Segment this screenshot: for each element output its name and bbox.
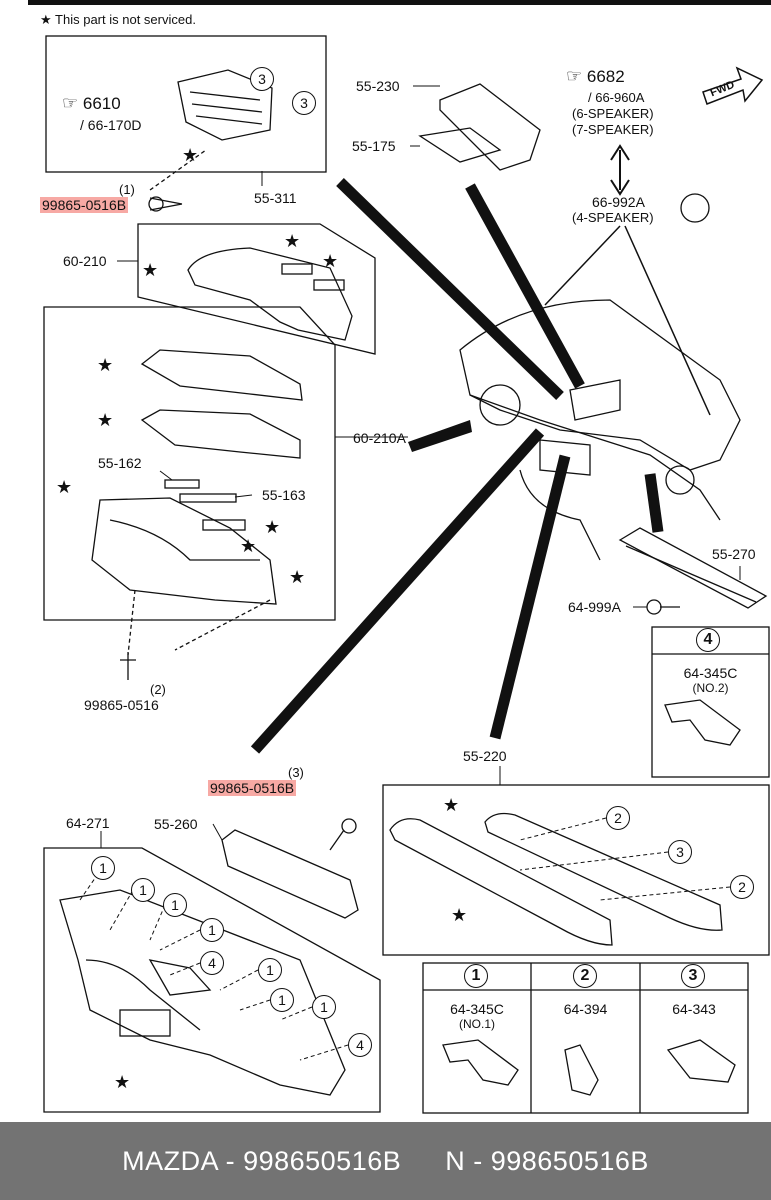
line-art — [43, 35, 770, 1114]
part-label-60-210: 60-210 — [63, 253, 107, 269]
bolt1-part-number: 99865-0516B — [40, 197, 129, 213]
star-icon: ★ — [264, 517, 281, 537]
star-icon: ★ — [56, 477, 73, 497]
reference-6682-sub1: / 66-960A — [588, 90, 645, 105]
footer-right-text: N - 998650516B — [445, 1145, 649, 1176]
footer-left-text: MAZDA - 998650516B — [122, 1145, 402, 1176]
legend-part-number: 64-394 — [563, 1001, 608, 1017]
clip-callout-2: 2 — [730, 875, 754, 899]
legend-part-number: 64-345C — [683, 665, 738, 681]
footer-bar: MAZDA - 998650516B N - 998650516B — [0, 1122, 771, 1200]
legend-part-number: 64-343 — [672, 1001, 716, 1017]
clip-callout-1: 1 — [270, 988, 294, 1012]
part-label-66-992a: 66-992A — [592, 194, 645, 210]
legend-number: 2 — [573, 964, 597, 988]
clip-callout-2: 2 — [606, 806, 630, 830]
clip-callout-1: 1 — [131, 878, 155, 902]
pointing-hand-icon: ☞ — [62, 93, 79, 113]
star-icon: ★ — [40, 12, 52, 27]
clip-callout-1: 1 — [258, 958, 282, 982]
part-label-55-220: 55-220 — [463, 748, 507, 764]
star-icon: ★ — [322, 251, 339, 271]
clip-callout-3: 3 — [668, 840, 692, 864]
star-icon: ★ — [97, 355, 114, 375]
part-label-55-162: 55-162 — [98, 455, 142, 471]
top-rule — [28, 0, 771, 5]
part-label-55-163: 55-163 — [262, 487, 306, 503]
clip-callout-3: 3 — [250, 67, 274, 91]
part-label-55-175: 55-175 — [352, 138, 396, 154]
bolt3-qty: (3) — [288, 765, 304, 780]
part-label-64-999a: 64-999A — [568, 599, 621, 615]
part-label-60-210a: 60-210A — [353, 430, 406, 446]
legend-number: 3 — [681, 964, 705, 988]
legend-part-sub: (NO.2) — [692, 681, 729, 695]
star-icon: ★ — [443, 795, 460, 815]
star-icon: ★ — [289, 567, 306, 587]
clip-legend-3: 3 64-343 — [640, 963, 748, 1113]
star-icon: ★ — [114, 1072, 131, 1092]
clip-callout-1: 1 — [163, 893, 187, 917]
star-icon: ★ — [451, 905, 468, 925]
star-icon: ★ — [182, 145, 199, 165]
reference-6682-sub3: (7-SPEAKER) — [572, 122, 654, 137]
part-label-55-270: 55-270 — [712, 546, 756, 562]
pointing-hand-icon: ☞ — [566, 66, 583, 86]
clip-legend-2: 2 64-394 — [531, 963, 640, 1113]
reference-6610: ☞ 6610 — [62, 93, 121, 113]
part-label-55-260: 55-260 — [154, 816, 198, 832]
reference-6682-sub2: (6-SPEAKER) — [572, 106, 654, 121]
clip-callout-4: 4 — [200, 951, 224, 975]
legend-number: 4 — [696, 628, 720, 652]
clip-callout-1: 1 — [91, 856, 115, 880]
legend-part-number: 64-345C — [450, 1001, 504, 1017]
part-label-55-311: 55-311 — [254, 190, 297, 206]
part-label-66-992a-sub: (4-SPEAKER) — [572, 210, 654, 225]
reference-6610-sub: / 66-170D — [80, 117, 142, 133]
parts-diagram: ★ This part is not serviced. — [28, 0, 771, 1114]
star-icon: ★ — [240, 536, 257, 556]
part-label-55-230: 55-230 — [356, 78, 400, 94]
star-icon: ★ — [142, 260, 159, 280]
not-serviced-note: ★ This part is not serviced. — [40, 12, 196, 28]
bolt1-qty: (1) — [119, 182, 135, 197]
clip-callout-1: 1 — [200, 918, 224, 942]
part-label-64-271: 64-271 — [66, 815, 110, 831]
star-icon: ★ — [97, 410, 114, 430]
clip-callout-4: 4 — [348, 1033, 372, 1057]
clip-legend-4: 4 64-345C (NO.2) — [652, 627, 769, 777]
star-icon: ★ — [284, 231, 301, 251]
clip-legend-1: 1 64-345C (NO.1) — [423, 963, 531, 1113]
clip-callout-3: 3 — [292, 91, 316, 115]
clip-callout-1: 1 — [312, 995, 336, 1019]
legend-number: 1 — [464, 964, 488, 988]
reference-6682: ☞ 6682 — [566, 66, 625, 86]
bolt3-part-number: 99865-0516B — [208, 780, 297, 796]
bolt2-qty: (2) — [150, 682, 166, 697]
note-text: This part is not serviced. — [55, 12, 196, 27]
legend-part-sub: (NO.1) — [459, 1017, 495, 1031]
bolt2-part-number: 99865-0516 — [84, 697, 159, 713]
